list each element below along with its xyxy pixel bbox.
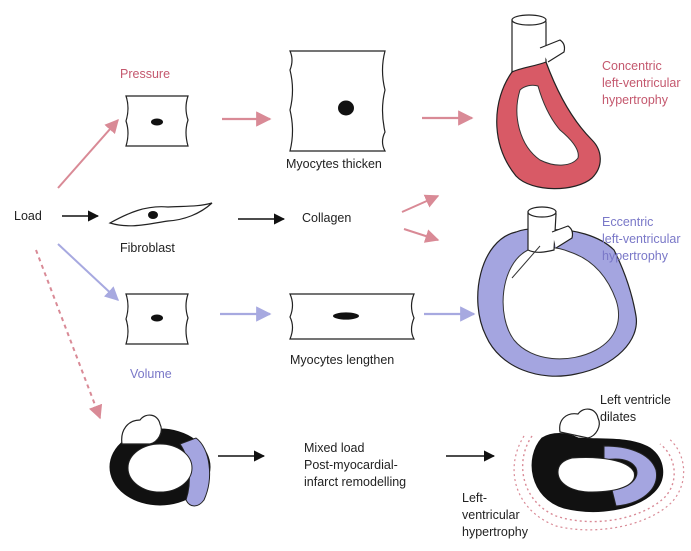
concentric-label: Concentric left-ventricular hypertrophy <box>602 58 681 109</box>
mixed-load-label: Mixed load Post-myocardial- infarct remo… <box>304 440 406 491</box>
myocytes-lengthen-label: Myocytes lengthen <box>290 352 394 369</box>
mixed-label-line-3: infarct remodelling <box>304 474 406 491</box>
arrow-collagen-to-concentric <box>402 196 438 212</box>
pressure-myocyte-cell <box>126 96 188 146</box>
concentric-label-line-3: hypertrophy <box>602 92 681 109</box>
lvh-label: Left- ventricular hypertrophy <box>462 490 528 541</box>
mixed-label-line-2: Post-myocardial- <box>304 457 406 474</box>
eccentric-label-line-2: left-ventricular <box>602 231 681 248</box>
lv-dilates-line-1: Left ventricle <box>600 392 671 409</box>
lv-dilates-line-2: dilates <box>600 409 671 426</box>
lvh-label-line-2: ventricular <box>462 507 528 524</box>
lengthened-myocyte-cell <box>290 294 414 339</box>
concentric-label-line-2: left-ventricular <box>602 75 681 92</box>
collagen-label: Collagen <box>302 210 351 227</box>
lvh-label-line-1: Left- <box>462 490 528 507</box>
load-label: Load <box>14 208 42 225</box>
lvh-label-line-3: hypertrophy <box>462 524 528 541</box>
eccentric-label: Eccentric left-ventricular hypertrophy <box>602 214 681 265</box>
fibroblast-label: Fibroblast <box>120 240 175 257</box>
lv-dilates-label: Left ventricle dilates <box>600 392 671 426</box>
eccentric-label-line-1: Eccentric <box>602 214 681 231</box>
arrow-load-to-pressure <box>58 120 118 188</box>
volume-myocyte-cell <box>126 294 188 344</box>
eccentric-label-line-3: hypertrophy <box>602 248 681 265</box>
dilated-heart <box>514 409 684 530</box>
arrow-load-to-volume <box>58 244 118 300</box>
fibroblast-cell <box>110 203 212 226</box>
volume-label: Volume <box>130 366 172 383</box>
mixed-label-line-1: Mixed load <box>304 440 406 457</box>
myocytes-thicken-label: Myocytes thicken <box>286 156 382 173</box>
arrow-collagen-to-eccentric <box>404 229 438 240</box>
pressure-label: Pressure <box>120 66 170 83</box>
concentric-heart <box>497 15 601 189</box>
infarct-heart <box>110 415 210 506</box>
concentric-label-line-1: Concentric <box>602 58 681 75</box>
thickened-myocyte-cell <box>290 51 385 151</box>
